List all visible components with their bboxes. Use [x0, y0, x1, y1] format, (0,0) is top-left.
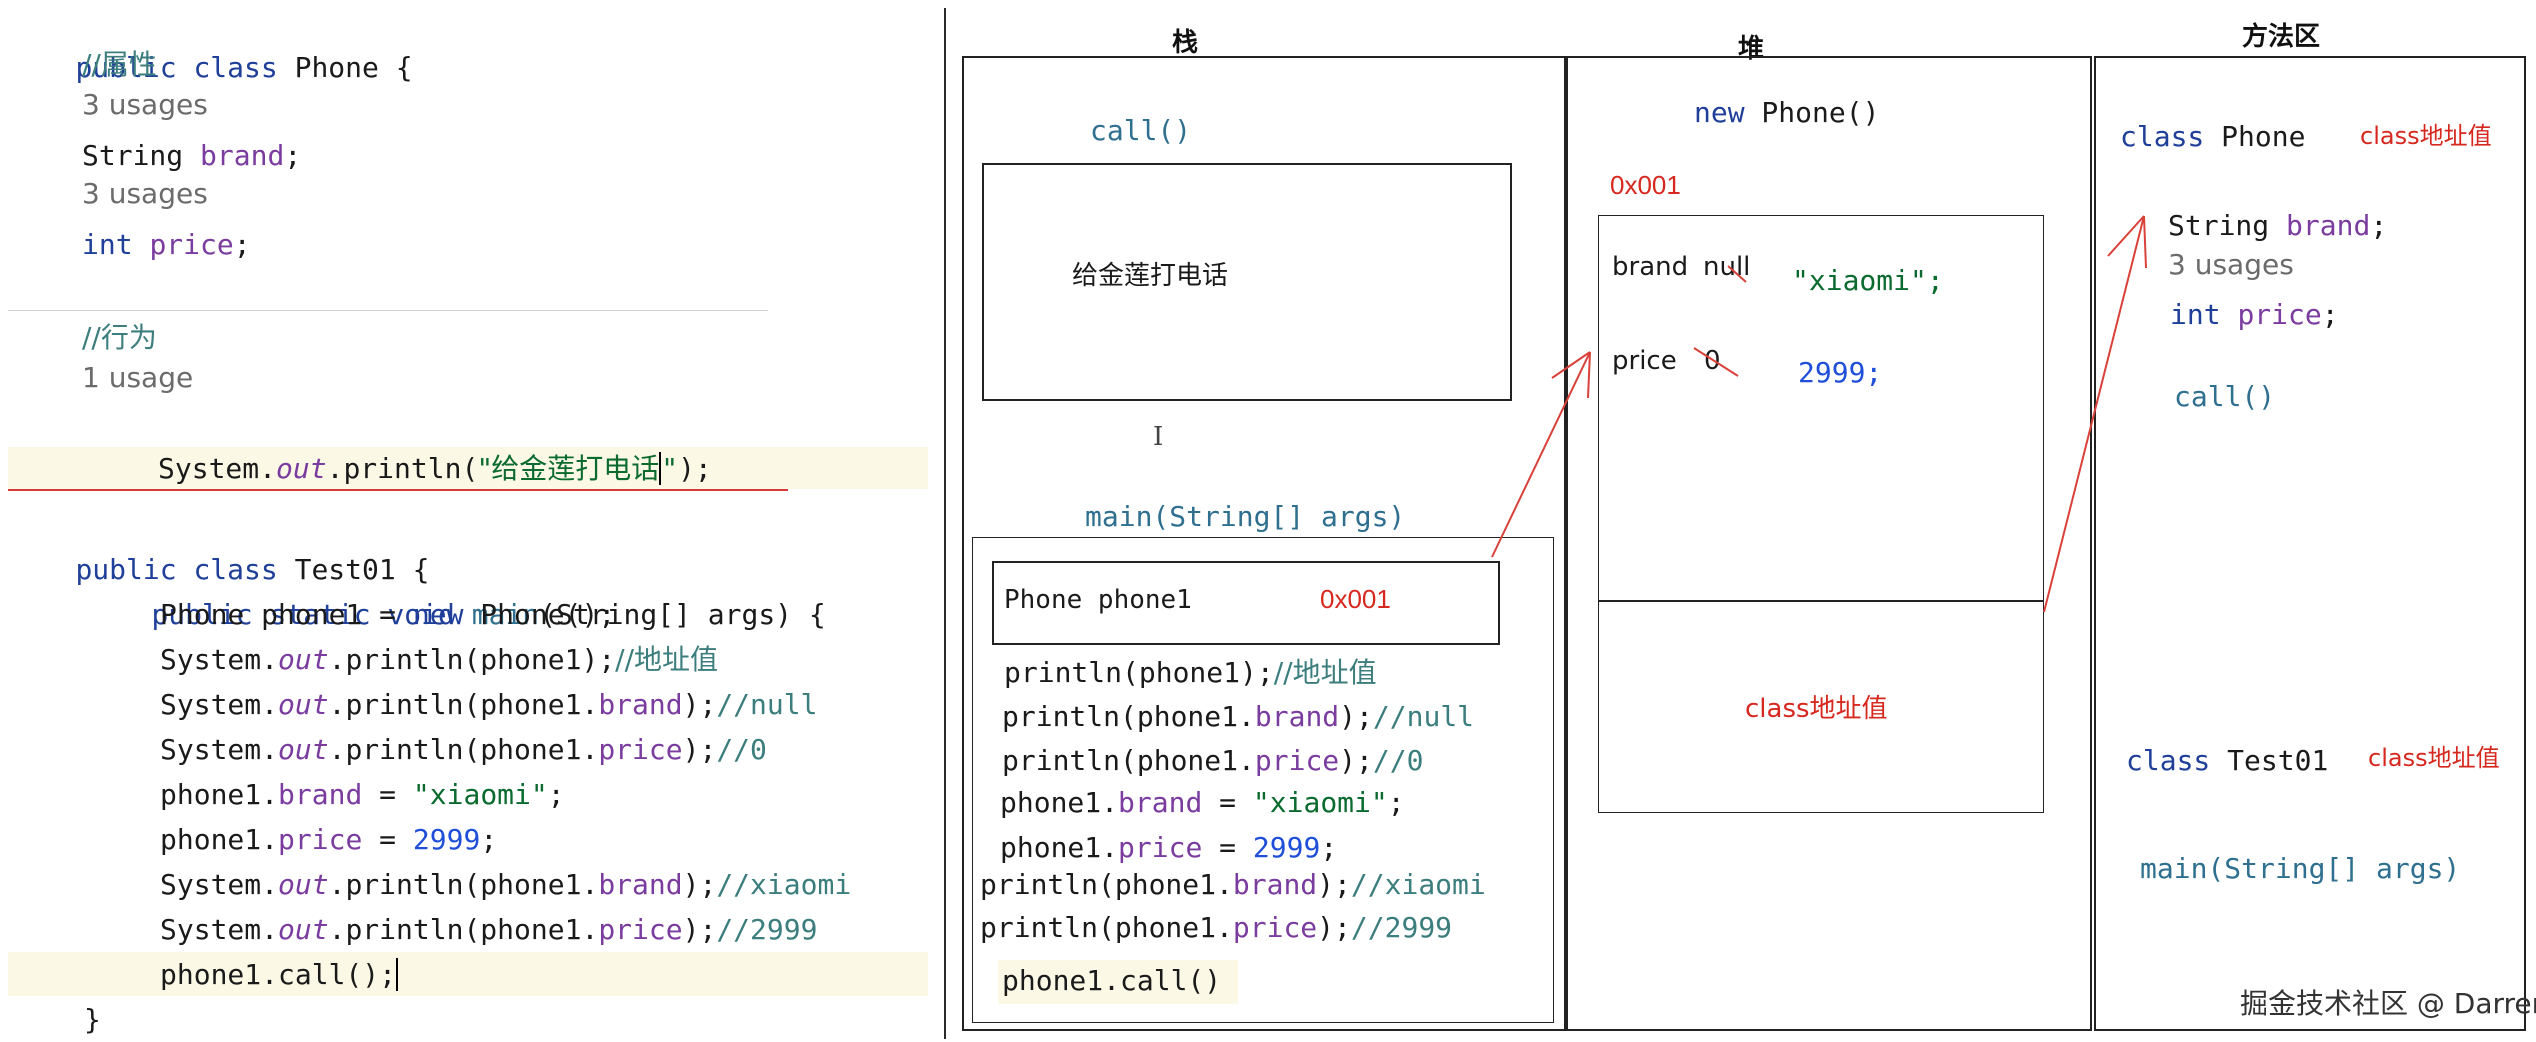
phone-var-box	[992, 561, 1500, 645]
stack-title: 栈	[1172, 28, 1199, 58]
stack-line: println(phone1.price);//0	[1002, 744, 1424, 777]
code-line: System.out.println(phone1.price);//0	[160, 733, 767, 766]
stack-line-highlight	[998, 960, 1238, 1004]
usage-hint[interactable]: 3 usages	[82, 88, 208, 121]
phone-var-address: 0x001	[1320, 584, 1391, 614]
method-area-call: call()	[2174, 380, 2276, 413]
heap-class-address: class地址值	[1745, 694, 1888, 724]
text-cursor-icon: I	[1153, 422, 1164, 452]
heap-object-divider	[1598, 600, 2044, 602]
code-line: Phone phone1 = new Phone();	[160, 598, 616, 631]
stack-line: println(phone1.brand);//xiaomi	[980, 868, 1486, 901]
code-line: System.out.println(phone1.brand);//xiaom…	[160, 868, 852, 901]
stack-line: phone1.price = 2999;	[1000, 831, 1338, 864]
method-area-main: main(String[] args)	[2140, 852, 2461, 885]
code-line: System.out.println(phone1);//地址值	[160, 643, 719, 676]
test-class-declaration: public class Test01 {	[75, 553, 430, 586]
separator	[8, 310, 768, 311]
heap-title: 堆	[1738, 34, 1765, 64]
watermark: 掘金技术社区 @ Darren	[2240, 987, 2536, 1020]
stack-line: println(phone1.brand);//null	[1002, 700, 1475, 733]
method-area-test-address: class地址值	[2368, 744, 2500, 772]
heap-brand-old-value: null	[1703, 252, 1751, 282]
code-line: System.out.println(phone1.price);//2999	[160, 913, 818, 946]
println-call-line: System.out.println("给金莲打电话");	[158, 452, 712, 485]
phone-var-label: Phone phone1	[1004, 585, 1192, 615]
main-frame-label: main(String[] args)	[1085, 500, 1406, 533]
current-line-highlight	[8, 447, 928, 489]
heap-price-new-value: 2999;	[1798, 356, 1883, 389]
heap-brand-label: brand	[1612, 252, 1689, 282]
stack-line: phone1.call()	[1002, 964, 1222, 997]
code-line: phone1.call();	[160, 958, 399, 991]
usage-hint[interactable]: 1 usage	[82, 361, 194, 394]
stack-line: phone1.brand = "xiaomi";	[1000, 786, 1405, 819]
heap-new-phone: new Phone()	[1694, 96, 1880, 129]
field-brand: String brand;	[82, 139, 302, 172]
code-editor[interactable]: public class Phone { //属性 3 usages Strin…	[0, 0, 940, 1039]
memory-diagram: 栈 堆 方法区	[950, 0, 2536, 1039]
method-area-usages: 3 usages	[2168, 248, 2294, 281]
red-underline	[8, 489, 788, 491]
editor-divider	[944, 8, 946, 1039]
heap-object-address: 0x001	[1610, 170, 1681, 200]
method-area-field-brand: String brand;	[2168, 209, 2388, 242]
method-area-field-price: int price;	[2170, 298, 2339, 331]
line-highlight	[8, 952, 928, 996]
call-frame-box	[982, 163, 1512, 401]
stack-line: println(phone1);//地址值	[1004, 656, 1377, 689]
closing-brace: }	[84, 1003, 101, 1036]
comment-attributes: //属性	[82, 48, 157, 81]
code-line: System.out.println(phone1.brand);//null	[160, 688, 818, 721]
method-area-title: 方法区	[2242, 22, 2321, 52]
comment-behavior: //行为	[82, 321, 157, 354]
method-area-test-class: class Test01	[2126, 744, 2329, 777]
heap-price-old-value: 0	[1704, 346, 1721, 376]
call-frame-content: 给金莲打电话	[1072, 261, 1229, 291]
main-method-declaration: public static void main(String[] args) {	[151, 598, 826, 631]
field-price: int price;	[82, 228, 251, 261]
phone-class-declaration: public class Phone {	[75, 51, 413, 84]
method-area-phone-class: class Phone	[2120, 120, 2306, 153]
method-area-phone-address: class地址值	[2360, 122, 2492, 150]
code-line: phone1.brand = "xiaomi";	[160, 778, 565, 811]
call-frame-label: call()	[1090, 114, 1192, 147]
usage-hint[interactable]: 3 usages	[82, 177, 208, 210]
heap-price-label: price	[1612, 346, 1677, 376]
stack-line: println(phone1.price);//2999	[980, 911, 1453, 944]
code-line: phone1.price = 2999;	[160, 823, 498, 856]
main-frame-box	[972, 537, 1554, 1023]
heap-brand-new-value: "xiaomi";	[1792, 264, 1944, 297]
